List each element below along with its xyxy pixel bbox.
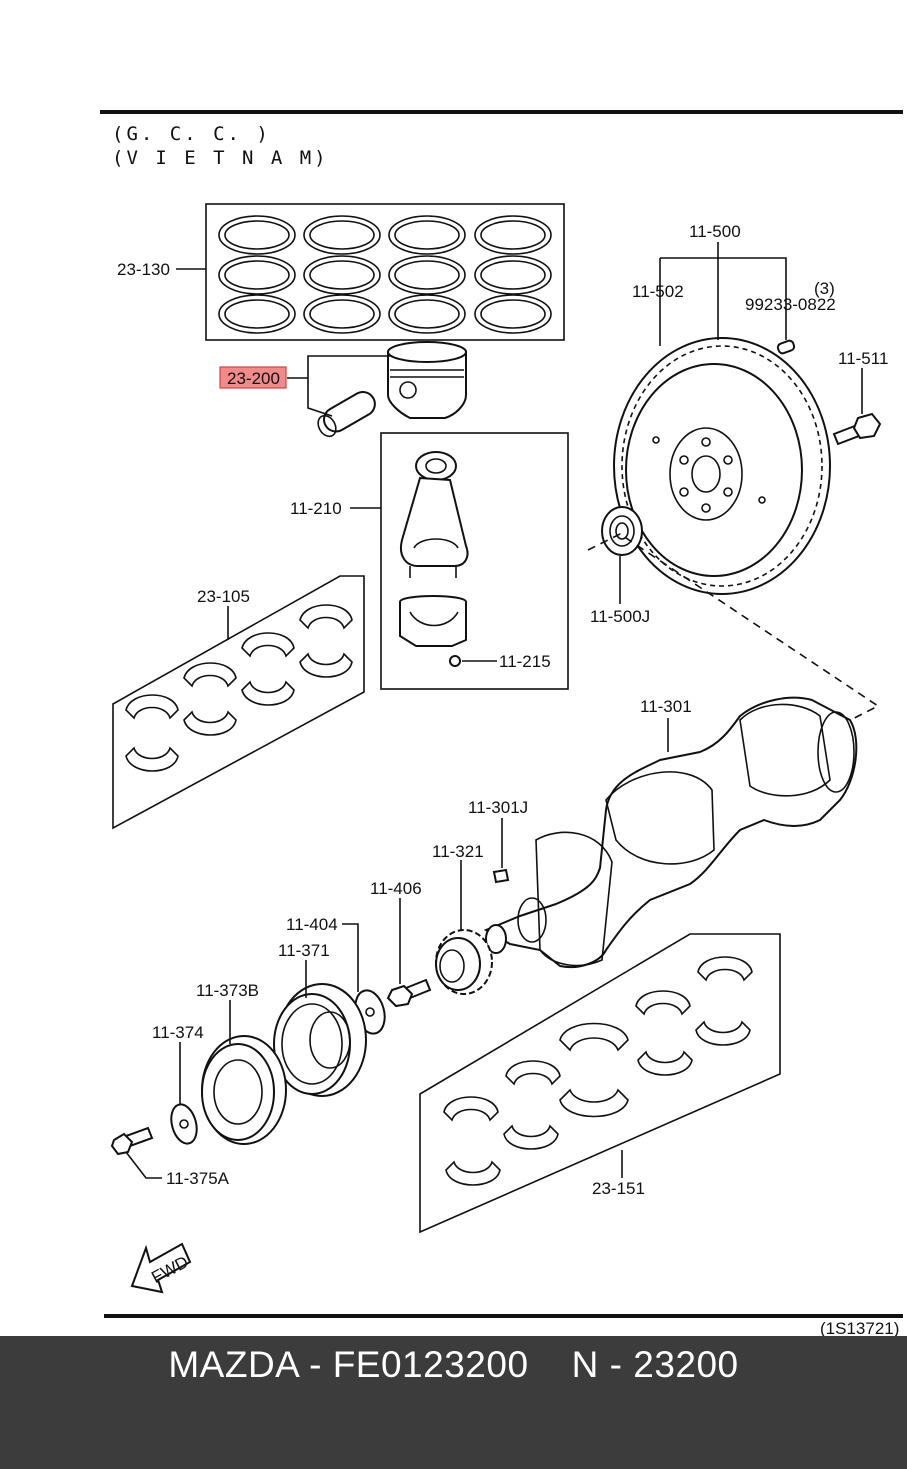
label-99233-0822[interactable]: 99233-0822 — [745, 295, 836, 314]
pulley-bolt-group[interactable] — [386, 978, 432, 1008]
label-23-130[interactable]: 23-130 — [117, 260, 170, 279]
label-23-105[interactable]: 23-105 — [197, 587, 250, 606]
label-11-210[interactable]: 11-210 — [290, 499, 342, 518]
piston-group[interactable] — [315, 341, 467, 440]
label-11-375a[interactable]: 11-375A — [166, 1169, 230, 1188]
pulley-group[interactable] — [273, 983, 367, 1097]
pilot-bearing-group[interactable] — [601, 506, 643, 556]
label-23-200[interactable]: 23-200 — [227, 369, 280, 388]
diagram-code: (1S13721) — [820, 1319, 899, 1336]
piston-rings-group[interactable] — [205, 203, 565, 341]
label-11-502[interactable]: 11-502 — [632, 282, 684, 301]
header-line-2: (V I E T N A M) — [112, 147, 329, 169]
label-11-406[interactable]: 11-406 — [370, 879, 422, 898]
label-11-404[interactable]: 11-404 — [286, 915, 338, 934]
conrod-bearings-group[interactable] — [112, 575, 365, 830]
crankshaft-group[interactable] — [483, 696, 858, 968]
label-11-321[interactable]: 11-321 — [432, 842, 484, 861]
label-11-374[interactable]: 11-374 — [152, 1023, 204, 1042]
label-11-511[interactable]: 11-511 — [838, 349, 888, 368]
header-line-1: (G. C. C. ) — [112, 123, 271, 145]
fwd-arrow-icon: FWD — [130, 1242, 191, 1294]
footer-part-number: MAZDA - FE0123200 N - 23200 — [168, 1344, 739, 1385]
parts-diagram: (G. C. C. ) (V I E T N A M) 23-130 — [100, 110, 903, 1336]
label-11-215[interactable]: 11-215 — [499, 652, 551, 671]
plate-374-group[interactable] — [167, 1102, 201, 1147]
footer-bar: MAZDA - FE0123200 N - 23200 — [0, 1336, 907, 1469]
bolt-375a-group[interactable] — [110, 1126, 154, 1156]
label-11-371[interactable]: 11-371 — [278, 941, 330, 960]
connecting-rod-group[interactable] — [380, 432, 569, 690]
label-23-151[interactable]: 23-151 — [592, 1179, 645, 1198]
label-qty-3: (3) — [814, 279, 835, 298]
main-bearings-group[interactable] — [419, 933, 781, 1234]
label-11-500j[interactable]: 11-500J — [590, 607, 650, 626]
pulley-373b-group[interactable] — [201, 1035, 287, 1145]
highlight-23-200 — [219, 366, 287, 389]
label-11-373b[interactable]: 11-373B — [196, 981, 259, 1000]
flywheel-bolt-group[interactable] — [832, 412, 882, 446]
label-11-301[interactable]: 11-301 — [640, 697, 692, 716]
label-11-500[interactable]: 11-500 — [689, 222, 741, 241]
crank-sprocket-group[interactable] — [435, 929, 493, 995]
flywheel-group[interactable] — [613, 337, 831, 595]
label-11-301j[interactable]: 11-301J — [468, 798, 528, 817]
